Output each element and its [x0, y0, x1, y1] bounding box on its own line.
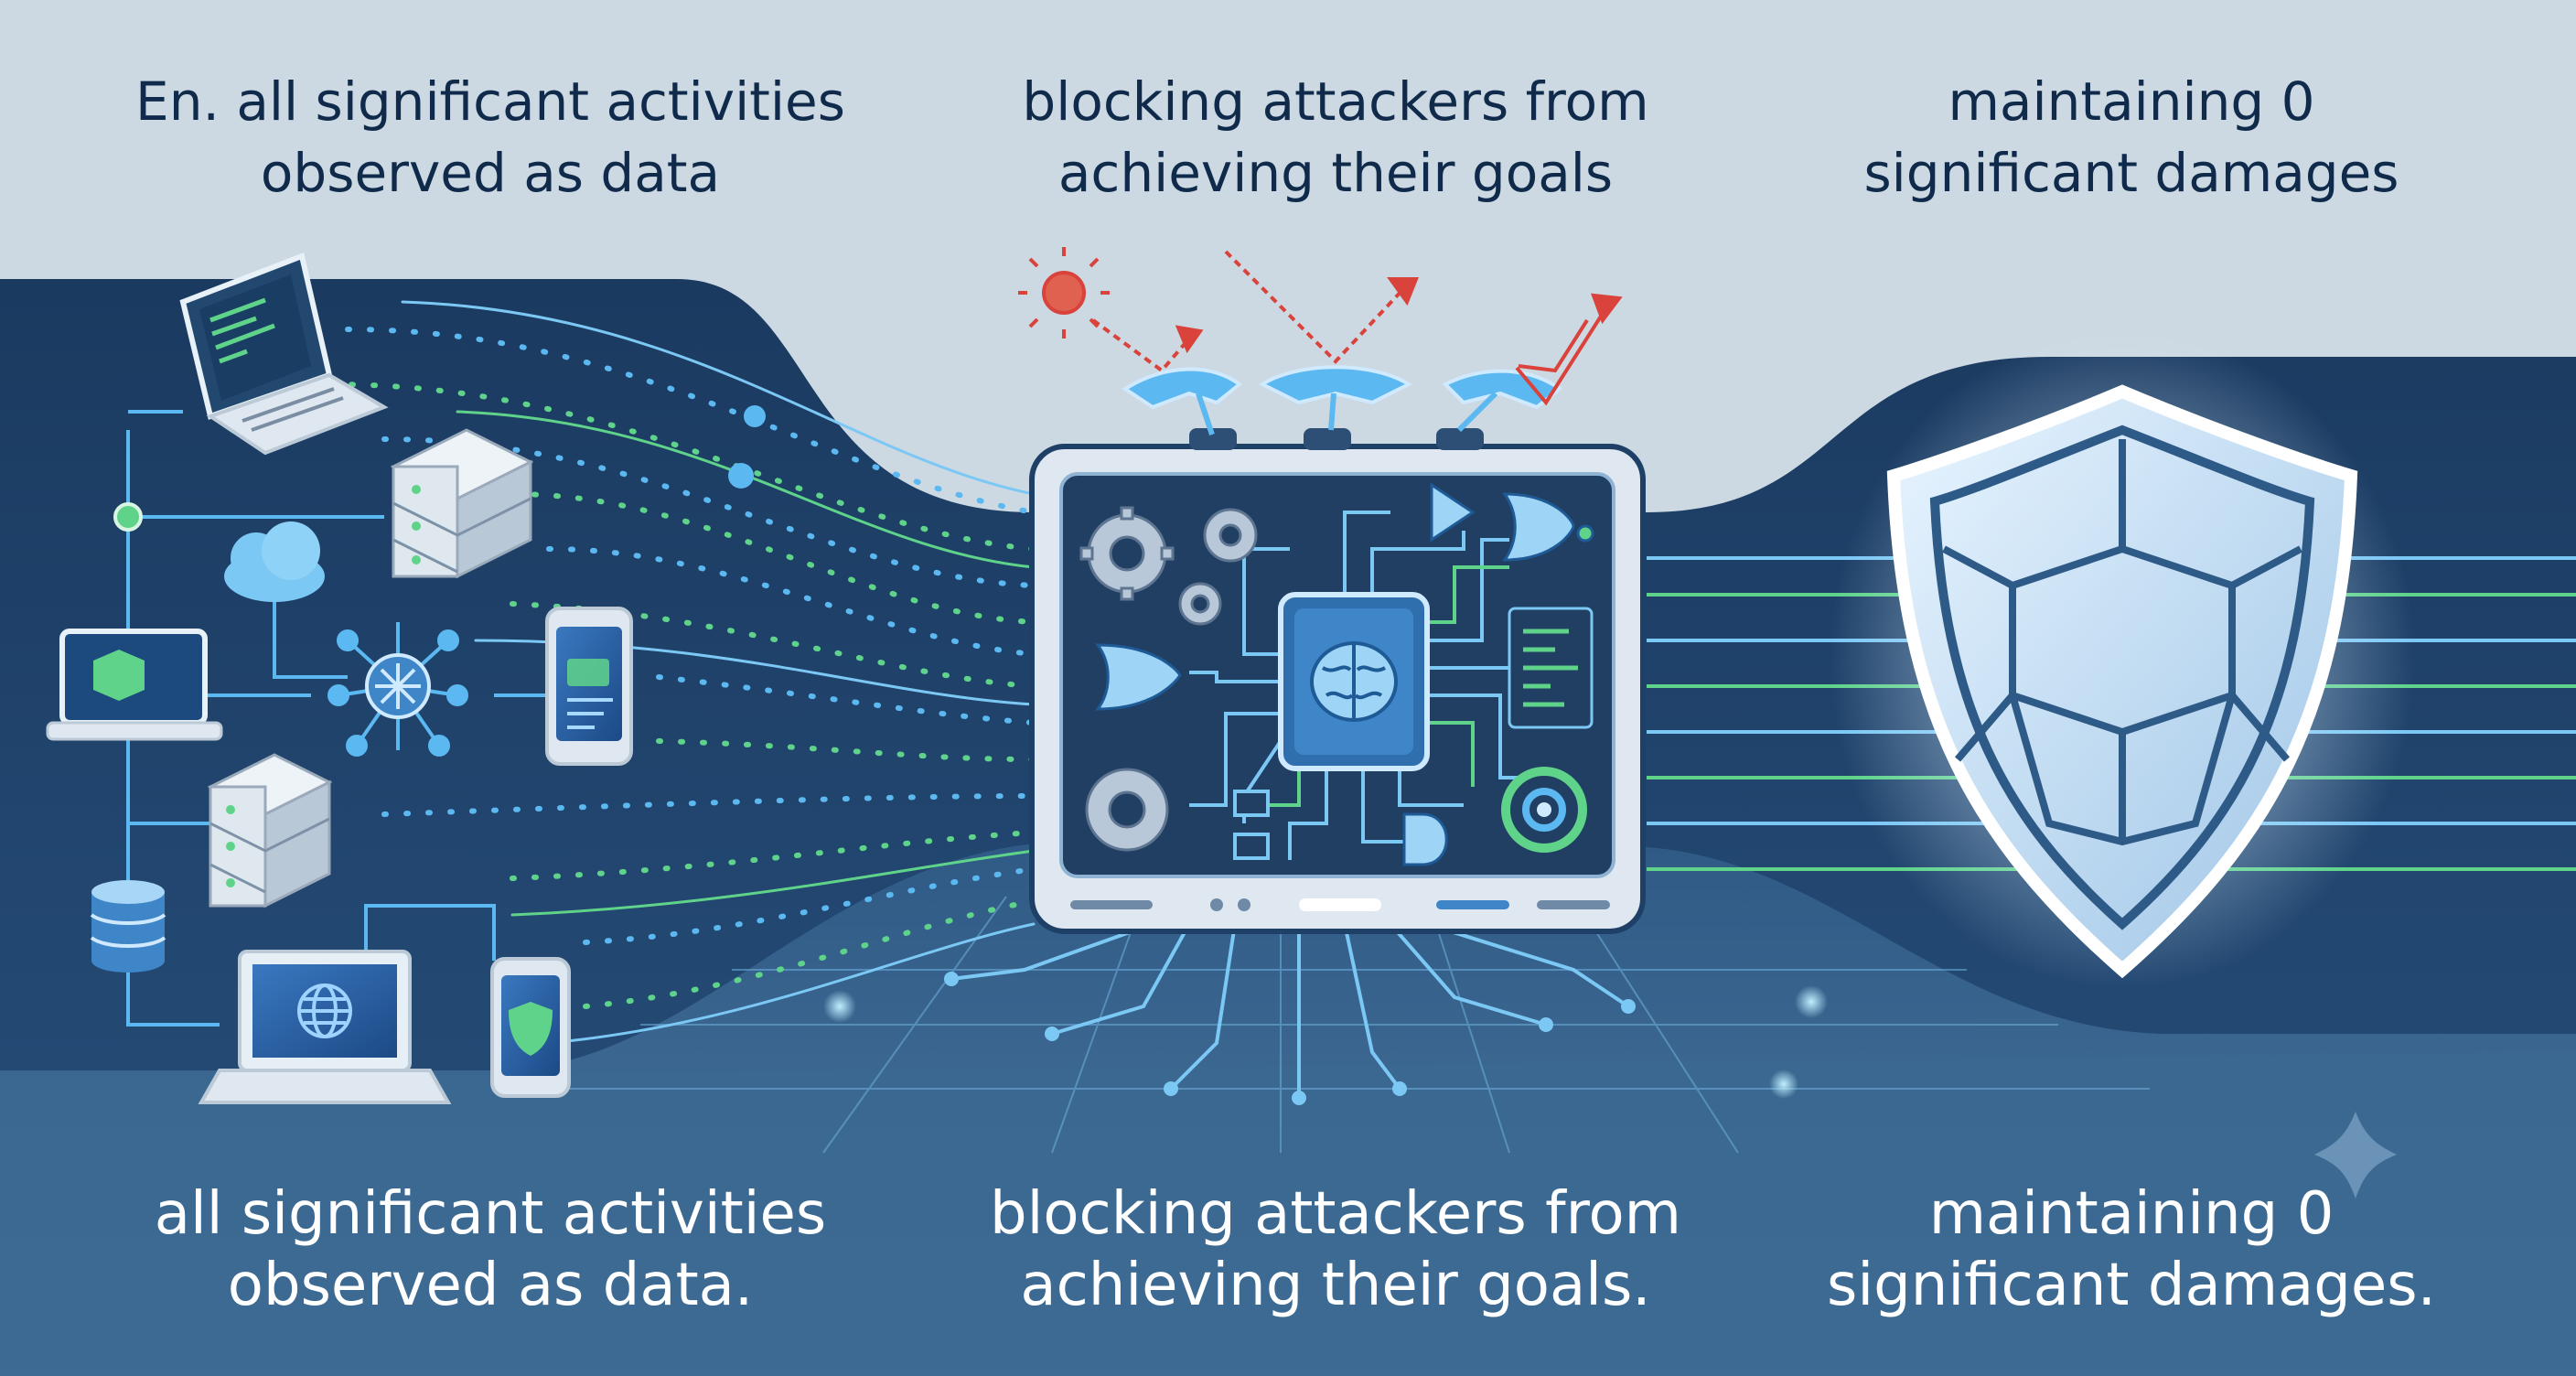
sparkle-icon	[728, 405, 2397, 1199]
shield-icon	[509, 1002, 553, 1056]
gear-icon	[1178, 582, 1222, 626]
caption-bottom-maintain: maintaining 0 significant damages.	[1827, 1180, 2436, 1319]
laptop-icon	[179, 252, 389, 456]
database-icon	[90, 880, 166, 973]
caption-bottom-block: blocking attackers from achieving their …	[989, 1180, 1682, 1319]
floor-grid	[549, 896, 2150, 1154]
circuit-trace-nodes	[944, 972, 1636, 1105]
cloud-icon	[224, 521, 325, 602]
server-icon	[207, 753, 333, 908]
flow-box	[1233, 790, 1270, 860]
deflector-dishes	[1122, 365, 1563, 435]
caption-top-maintain: maintaining 0 significant damages	[1863, 70, 2399, 204]
target-icon	[1501, 767, 1587, 853]
gear-icon	[1203, 508, 1258, 563]
caption-top-block: blocking attackers from achieving their …	[1022, 70, 1649, 204]
server-icon	[390, 428, 534, 579]
shield-icon	[1886, 384, 2358, 979]
network-tree	[126, 410, 549, 1027]
globe-icon	[297, 984, 352, 1038]
laptop-icon	[46, 629, 223, 741]
laptop-icon	[198, 950, 452, 1104]
caption-top-observe: En. all significant activities observed …	[135, 70, 845, 204]
gear-icon	[1085, 768, 1169, 852]
network-hub-icon	[327, 622, 468, 757]
code-panel	[1508, 607, 1594, 729]
logic-gate-icon	[1095, 482, 1594, 866]
network-node	[113, 502, 143, 532]
brain-chip-icon	[1278, 592, 1430, 771]
circuit-traces	[950, 922, 1630, 1098]
threat-indicators	[1018, 247, 1623, 406]
floor-bottom	[0, 1052, 2576, 1376]
smartphone-icon	[545, 607, 633, 766]
caption-bottom-observe: all significant activities observed as d…	[154, 1180, 827, 1319]
gear-icon	[1079, 506, 1175, 601]
